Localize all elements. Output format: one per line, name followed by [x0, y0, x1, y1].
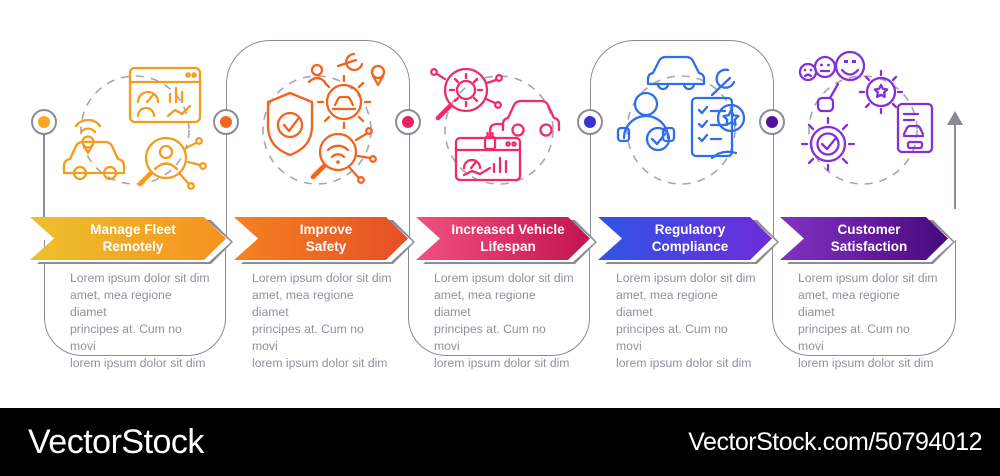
- step-label-line1: Manage Fleet: [90, 222, 176, 238]
- timeline-dot-fill: [220, 116, 232, 128]
- card-outline: [590, 40, 774, 241]
- vectorstock-logo: VectorStock: [28, 422, 204, 461]
- dashed-circle: [808, 75, 918, 185]
- step-arrow-banner: Manage Fleet Remotely: [30, 217, 226, 260]
- timeline-dot: [395, 109, 421, 135]
- vehicle-document-icon: [896, 102, 934, 154]
- step-label-line1: Customer: [837, 222, 901, 238]
- timeline-stem: [43, 133, 45, 218]
- compliance-checklist-icon: [690, 96, 746, 160]
- timeline-end-stem: [954, 125, 956, 209]
- step-arrow-banner: Improve Safety: [234, 217, 408, 260]
- description-box-outline: [44, 240, 226, 356]
- location-pin-icon: [370, 64, 386, 87]
- vectorstock-url-text: VectorStock.com/50794012: [688, 427, 982, 456]
- timeline-dot: [213, 109, 239, 135]
- car-icon: [646, 55, 706, 91]
- engine-diagnostics-icon: [430, 67, 503, 121]
- step-label-line1: Increased Vehicle: [451, 222, 565, 238]
- connected-search-icon: [310, 127, 377, 184]
- driver-person-icon: [307, 63, 327, 84]
- step-description: Lorem ipsum dolor sit dim amet, mea regi…: [434, 271, 574, 370]
- step-label-line2: Remotely: [102, 238, 164, 254]
- safety-shield-icon: [266, 91, 314, 157]
- step-regulatory-compliance: Regulatory Compliance Lorem ipsum dolor …: [577, 0, 774, 410]
- step-label-line2: Satisfaction: [830, 238, 908, 254]
- connected-car-icon: [62, 118, 126, 181]
- step-icon-cluster: [62, 66, 207, 190]
- watermark-bar: VectorStock VectorStock.com/50794012: [0, 408, 1000, 476]
- step-label-line2: Safety: [305, 238, 347, 254]
- step-label-line2: Lifespan: [480, 238, 536, 254]
- feedback-rating-icon: [798, 50, 866, 113]
- wrench-icon: [336, 52, 364, 72]
- step-label-line1: Improve: [299, 222, 353, 238]
- dashed-circle: [444, 75, 554, 185]
- performance-dashboard-icon: [454, 136, 522, 182]
- approved-driver-icon: [616, 91, 676, 152]
- timeline-dot: [759, 109, 785, 135]
- step-description: Lorem ipsum dolor sit dim amet, mea regi…: [798, 271, 938, 370]
- step-description: Lorem ipsum dolor sit dim amet, mea regi…: [70, 271, 210, 370]
- timeline-dot-fill: [584, 116, 596, 128]
- step-manage-fleet-remotely: Manage Fleet Remotely Lorem ipsum dolor …: [44, 0, 226, 410]
- description-box-outline: [408, 240, 590, 356]
- step-icon-cluster: [430, 67, 561, 185]
- driver-search-icon: [137, 136, 207, 190]
- step-label-line2: Compliance: [651, 238, 729, 254]
- timeline-dot: [577, 109, 603, 135]
- description-box-outline: [772, 240, 956, 356]
- quality-gear-icon: [858, 69, 904, 115]
- timeline-dot: [31, 109, 57, 135]
- step-description: Lorem ipsum dolor sit dim amet, mea regi…: [252, 271, 392, 370]
- step-improve-safety: Improve Safety Lorem ipsum dolor sit dim…: [213, 0, 410, 410]
- step-arrow-banner: Regulatory Compliance: [598, 217, 772, 260]
- timeline-dot-fill: [38, 116, 50, 128]
- step-icon-cluster: [798, 50, 934, 185]
- approved-process-gear-icon: [800, 116, 856, 172]
- timeline-dot-fill: [402, 116, 414, 128]
- car-service-gear-icon: [316, 74, 372, 130]
- step-icon-cluster: [616, 55, 746, 185]
- repair-wrench-icon: [710, 68, 736, 97]
- card-outline: [226, 40, 410, 241]
- step-increased-vehicle-lifespan: Increased Vehicle Lifespan Lorem ipsum d…: [395, 0, 590, 410]
- step-arrow-banner: Customer Satisfaction: [780, 217, 948, 260]
- dashed-circle: [80, 75, 190, 185]
- step-customer-satisfaction: Customer Satisfaction Lorem ipsum dolor …: [759, 0, 956, 410]
- fleet-dashboard-icon: [128, 66, 202, 124]
- step-icon-cluster: [262, 52, 386, 185]
- timeline-end-up-arrow-icon: [947, 111, 963, 125]
- step-description: Lorem ipsum dolor sit dim amet, mea regi…: [616, 271, 756, 370]
- timeline-dot-fill: [766, 116, 778, 128]
- step-label-line1: Regulatory: [654, 222, 726, 238]
- step-arrow-banner: Increased Vehicle Lifespan: [416, 217, 590, 260]
